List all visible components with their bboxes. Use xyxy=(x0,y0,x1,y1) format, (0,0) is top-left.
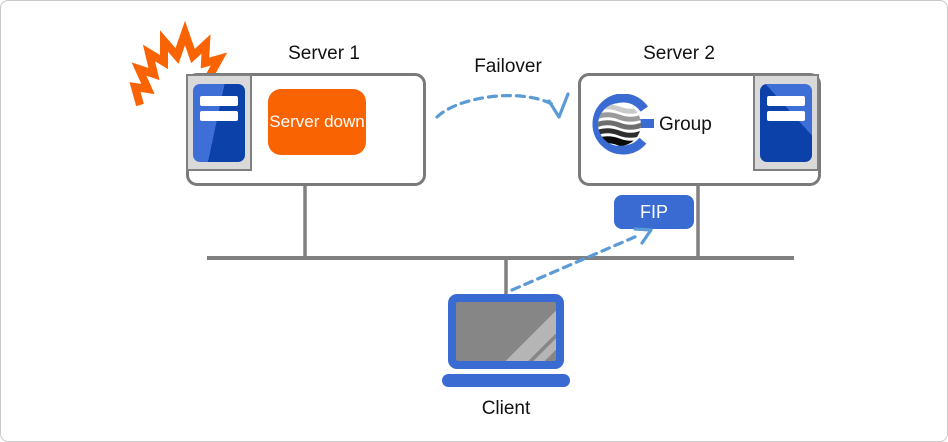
client-label: Client xyxy=(481,398,531,419)
curved-dashed-arrow-icon xyxy=(435,93,554,119)
laptop-icon xyxy=(448,294,564,369)
dashed-arrow-icon xyxy=(510,234,639,292)
server-drive-slot-icon xyxy=(767,111,805,121)
logo-g-crossbar xyxy=(636,119,654,128)
client-access-arrowhead-icon xyxy=(633,227,653,245)
group-label: Group xyxy=(659,114,712,135)
logo-g-ring xyxy=(592,94,648,155)
server-drive-slot-icon xyxy=(200,111,238,121)
cluster-group-logo-icon xyxy=(592,94,654,155)
laptop-screen xyxy=(456,302,556,361)
server-down-badge: Server down xyxy=(268,89,366,155)
server2-title: Server 2 xyxy=(643,43,715,64)
server-drive-slot-icon xyxy=(767,96,805,106)
laptop-base xyxy=(442,374,570,387)
failover-arrowhead-icon xyxy=(547,92,570,119)
server-drive-slot-icon xyxy=(200,96,238,106)
server-tower-icon xyxy=(193,84,245,162)
fip-badge: FIP xyxy=(614,195,694,229)
server-tower-icon xyxy=(760,84,812,162)
failover-label: Failover xyxy=(474,56,542,77)
server1-title: Server 1 xyxy=(288,43,360,64)
